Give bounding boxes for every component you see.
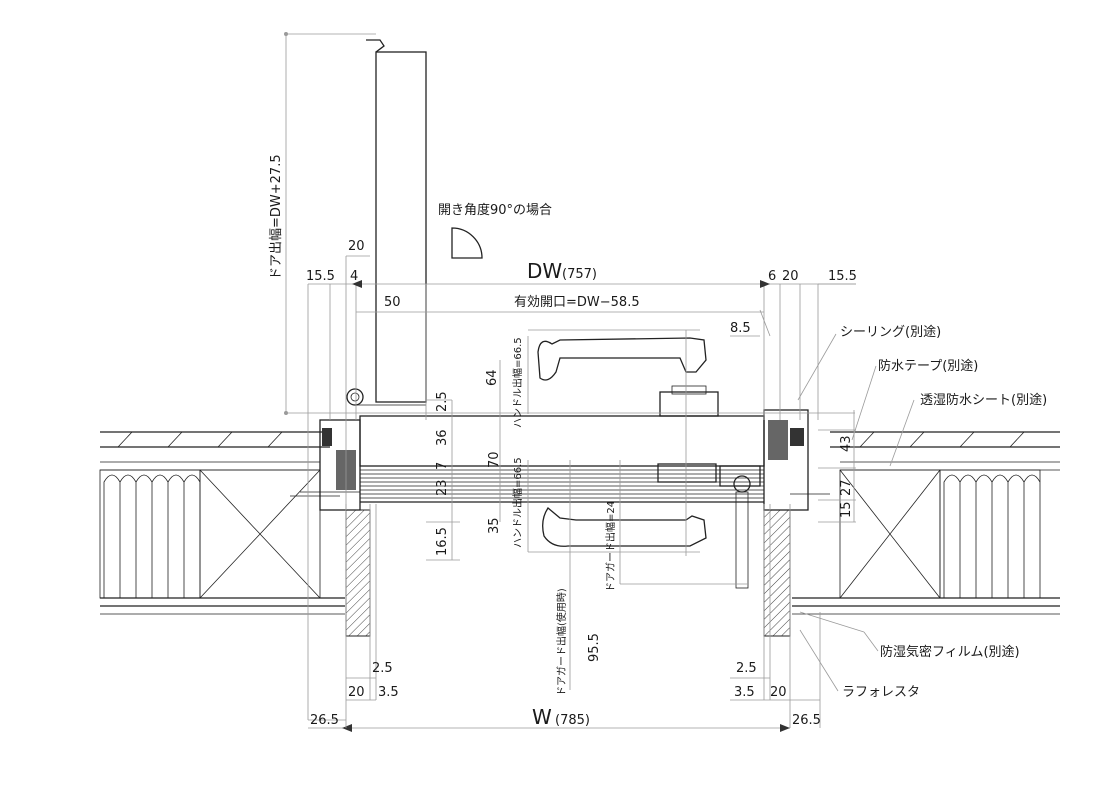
handle-top	[537, 337, 719, 417]
dim-20-bottom-right: 20	[770, 685, 787, 700]
dim-35: 35	[487, 517, 502, 534]
wall-exterior-siding	[100, 431, 1060, 471]
opening-angle-icon	[451, 227, 483, 259]
dim-20-bottom-left: 20	[348, 685, 365, 700]
dim-50: 50	[384, 295, 401, 310]
label-opening-angle: 開き角度90°の場合	[438, 202, 552, 218]
door-leaf	[359, 415, 765, 503]
dim-2-5-a: 2.5	[435, 391, 450, 412]
wall-insulation-right	[839, 469, 1041, 599]
door-open-90	[346, 39, 427, 406]
door-guard	[719, 465, 761, 589]
label-moisture-sheet: 透湿防水シート(別途)	[920, 392, 1047, 408]
dim-20-top: 20	[348, 239, 365, 254]
dim-w-value: (785)	[555, 713, 590, 728]
dim-effective-opening: 有効開口=DW−58.5	[514, 295, 640, 310]
handle-bottom	[542, 463, 717, 547]
dim-15: 15	[839, 501, 854, 518]
dim-20-right: 20	[782, 269, 799, 284]
dim-dw: DW	[527, 259, 562, 283]
dim-95-5: 95.5	[587, 633, 602, 662]
dim-43: 43	[839, 435, 854, 452]
jamb-wood-right	[763, 509, 791, 637]
dim-6: 6	[768, 269, 776, 284]
dim-36: 36	[435, 429, 450, 446]
dim-handle-projection-bottom: ハンドル出幅=66.5	[511, 457, 524, 548]
dim-23: 23	[435, 479, 450, 496]
dim-64: 64	[485, 369, 500, 386]
dim-handle-projection-top: ハンドル出幅=66.5	[511, 337, 524, 428]
dim-27: 27	[839, 479, 854, 496]
dim-door-guard-projection: ドアガード出幅=24	[604, 501, 617, 592]
dim-8-5: 8.5	[730, 321, 751, 336]
dim-w: W	[532, 705, 552, 729]
dim-7: 7	[435, 462, 450, 470]
label-sealing: シーリング(別途)	[840, 324, 941, 340]
frame-right	[763, 409, 830, 511]
dim-15-5-right: 15.5	[828, 269, 857, 284]
wall-insulation-left	[99, 469, 321, 599]
dim-4: 4	[350, 269, 358, 284]
dim-2-5-bottom-left: 2.5	[372, 661, 393, 676]
dim-3-5-bottom-left: 3.5	[378, 685, 399, 700]
dim-door-guard-in-use: ドアガード出幅(使用時)	[555, 588, 568, 696]
dim-dw-value: (757)	[562, 267, 597, 282]
door-panel-lines	[360, 469, 764, 499]
interior-board	[100, 597, 1060, 615]
dim-2-5-bottom-right: 2.5	[736, 661, 757, 676]
dimension-lines	[284, 32, 915, 732]
dim-door-projection: ドア出幅=DW+27.5	[269, 154, 284, 280]
label-lath: ラフォレスタ	[842, 685, 920, 700]
dim-26-5-right: 26.5	[792, 713, 821, 728]
jamb-wood-left	[345, 509, 371, 637]
dim-26-5-left: 26.5	[310, 713, 339, 728]
dim-3-5-bottom-right: 3.5	[734, 685, 755, 700]
frame-left	[290, 419, 361, 511]
label-waterproof-tape: 防水テープ(別途)	[878, 358, 978, 374]
label-vapor-film: 防湿気密フィルム(別途)	[880, 644, 1020, 660]
dim-15-5-left: 15.5	[306, 269, 335, 284]
dim-70: 70	[487, 451, 502, 468]
dim-16-5: 16.5	[435, 527, 450, 556]
